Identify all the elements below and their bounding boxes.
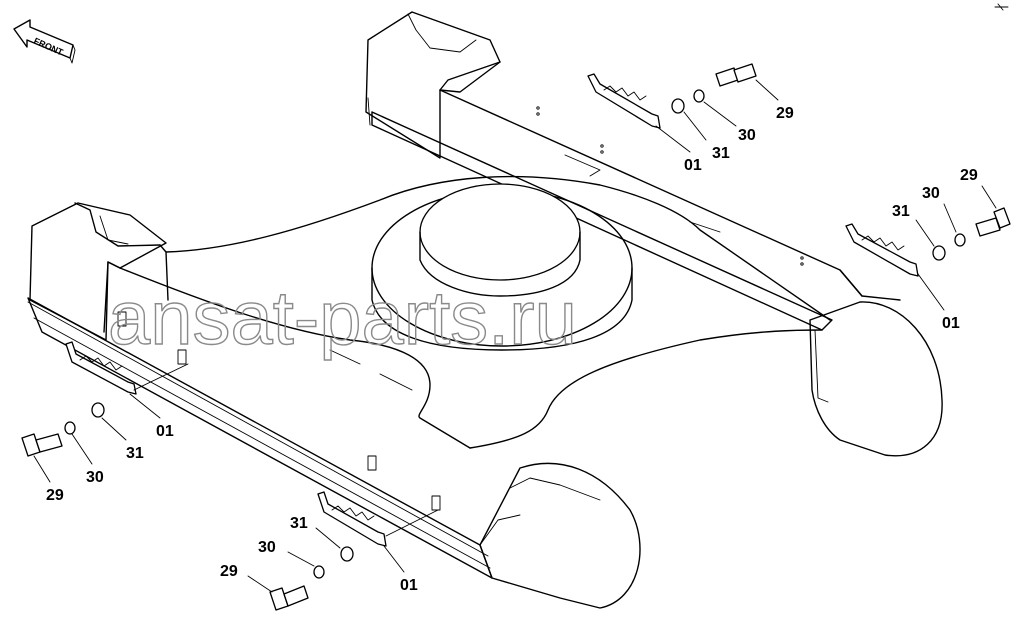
bolt-29-left <box>21 433 63 457</box>
washer-31-right <box>932 245 946 261</box>
guard-bottom <box>317 491 387 547</box>
washer-31-left <box>91 402 105 418</box>
callout-29-left: 29 <box>46 487 64 504</box>
callout-31-left: 31 <box>126 445 144 462</box>
corner-mark <box>994 3 1009 11</box>
callout-29-top: 29 <box>776 105 794 122</box>
watermark: ansat-parts.ru <box>108 276 577 361</box>
callout-30-right: 30 <box>922 185 940 202</box>
lock-washer-30-bottom <box>313 565 325 579</box>
guard-right <box>845 223 919 277</box>
bolt-29-right <box>975 207 1011 237</box>
callout-01-right: 01 <box>942 315 960 332</box>
bolt-29-bottom <box>269 585 309 611</box>
callout-30-bottom: 30 <box>258 539 276 556</box>
leader-lines <box>33 79 997 593</box>
callout-29-right: 29 <box>960 167 978 184</box>
callout-01-left: 01 <box>156 423 174 440</box>
bolt-29-top <box>715 63 757 87</box>
callout-30-top: 30 <box>738 127 756 144</box>
guard-left <box>65 341 137 395</box>
washer-31-top <box>671 98 685 114</box>
washer-31-bottom <box>340 546 354 562</box>
callout-01-top: 01 <box>684 157 702 174</box>
lock-washer-30-left <box>64 421 76 435</box>
callout-30-left: 30 <box>86 469 104 486</box>
callout-31-right: 31 <box>892 203 910 220</box>
guard-top-right <box>587 73 661 129</box>
lock-washer-30-top <box>693 89 705 103</box>
callouts: 29 30 31 01 29 30 31 01 01 31 30 29 31 3… <box>46 105 978 594</box>
lock-washer-30-right <box>954 233 966 247</box>
callout-31-bottom: 31 <box>290 515 308 532</box>
front-arrow-icon: FRONT <box>13 19 76 64</box>
track-frame <box>27 11 943 609</box>
callout-29-bottom: 29 <box>220 563 238 580</box>
callout-01-bottom: 01 <box>400 577 418 594</box>
callout-31-top: 31 <box>712 145 730 162</box>
